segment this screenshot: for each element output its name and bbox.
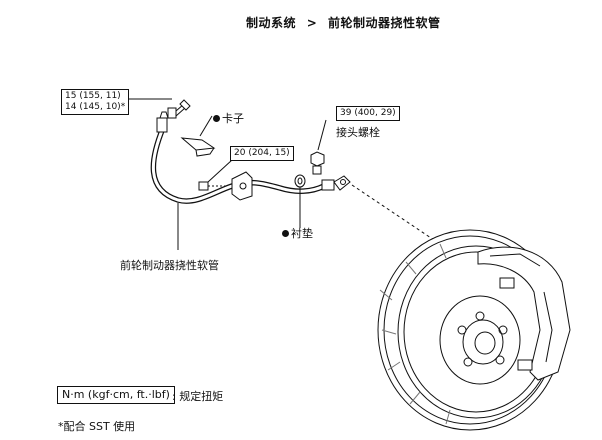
label-flexible-hose: 前轮制动器挠性软管 [120,259,219,272]
caliper-end-fitting [321,175,351,191]
label-gasket: 衬垫 [291,227,313,240]
union-bolt [310,151,325,175]
torque-box-union-nut: 15 (155, 11) 14 (145, 10)* [61,89,130,115]
clip [180,137,216,157]
torque-bracket-bolt: 20 (204, 15) [234,148,290,158]
breadcrumb-separator: > [306,16,318,30]
label-gasket-wrap: 衬垫 [282,225,313,241]
leader-union-bolt [317,119,327,151]
label-clip-wrap: 卡子 [213,110,244,126]
torque-unit-legend-box: N·m (kgf·cm, ft.·lbf) [57,386,175,404]
torque-union-bolt: 39 (400, 29) [340,108,396,118]
breadcrumb-current-page: 前轮制动器挠性软管 [327,16,441,30]
breadcrumb-section[interactable]: 制动系统 [246,16,297,30]
upper-union-nut [156,99,191,133]
non-reusable-dot-icon [213,115,220,122]
bracket-bolt [198,181,228,191]
leader-caliper [351,184,441,245]
label-clip: 卡子 [222,112,244,125]
brake-disc-assembly [377,229,571,431]
label-union-bolt: 接头螺栓 [336,126,380,139]
torque-union-nut-line2: 14 (145, 10)* [65,102,126,112]
leader-clip [199,115,213,137]
torque-union-nut-line1: 15 (155, 11) [65,91,121,101]
torque-unit-legend-text: : 规定扭矩 [172,390,224,403]
torque-box-bracket-bolt: 20 (204, 15) [230,146,294,161]
hose-bracket [231,171,253,201]
non-reusable-dot-icon [282,230,289,237]
breadcrumb: 制动系统 > 前轮制动器挠性软管 [246,14,440,31]
leader-bracket-bolt [207,159,233,183]
sst-note: *配合 SST 使用 [58,420,136,433]
torque-box-union-bolt: 39 (400, 29) [336,106,400,121]
gasket [294,174,306,228]
